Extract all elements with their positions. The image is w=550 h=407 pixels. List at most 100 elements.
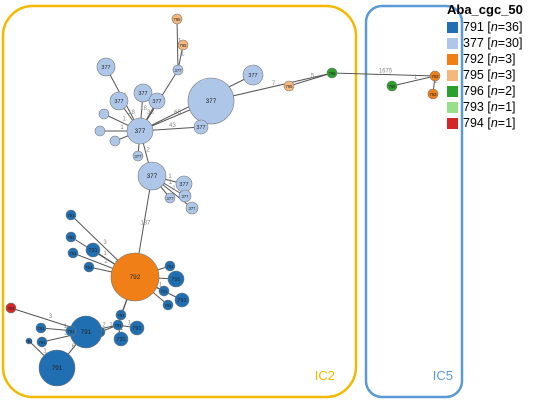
edges-layer: 6575167512118183843111115711211111373112…	[10, 18, 438, 369]
tree-node-792	[429, 70, 441, 82]
group-box-ic2	[1, 4, 358, 399]
node-label: 791	[39, 340, 47, 345]
edge-distance-label: 2	[102, 323, 106, 329]
node-label: 791	[52, 365, 63, 372]
tree-node-791	[67, 247, 79, 259]
tree-node-792	[110, 252, 160, 302]
tree-node-377	[132, 150, 144, 162]
edge-distance-label: 1675	[379, 69, 393, 75]
tree-node-377	[187, 77, 235, 125]
node-label: 377	[189, 206, 197, 211]
node-label: 791	[81, 329, 92, 336]
node-label: 377	[167, 196, 175, 201]
tree-node-791	[167, 270, 185, 288]
tree-node-377	[109, 91, 129, 111]
node-label: 377	[179, 182, 188, 188]
edge-distance-label: 1	[159, 283, 163, 289]
legend-swatch	[447, 117, 458, 129]
tree-edge	[331, 72, 436, 77]
node-label: 377	[135, 128, 146, 135]
node-label: 377	[248, 73, 257, 79]
tree-node-377	[242, 64, 264, 86]
tree-node-791	[35, 322, 47, 334]
tree-node-791	[25, 337, 33, 345]
edge-distance-label: 1	[181, 52, 185, 58]
node-label: 793	[430, 92, 438, 97]
legend-label: 794 [n=1]	[463, 116, 516, 130]
edge-distance-label: 7	[272, 81, 276, 87]
tree-node-791	[113, 331, 129, 347]
tree-node-377	[193, 119, 209, 135]
edge-distance-label: 2	[434, 79, 438, 85]
node-label: 377	[182, 194, 190, 199]
edge-distance-label: 1	[114, 258, 118, 264]
tree-node-791	[162, 299, 174, 311]
tree-node-791	[36, 336, 48, 348]
tree-edge	[176, 18, 179, 71]
legend-item-792: 792 [n=3]	[447, 51, 549, 67]
tree-node-377	[137, 161, 167, 191]
edge-distance-label: 2	[104, 259, 108, 265]
node-label: 791	[70, 251, 78, 256]
edge-distance-label: 1	[172, 186, 176, 192]
legend-swatch	[447, 53, 458, 65]
edge-distance-label: 43	[169, 123, 176, 129]
legend-swatch	[447, 85, 458, 97]
node-label: 791	[132, 326, 141, 332]
edge-distance-label: 1	[43, 349, 47, 355]
tree-node-377	[148, 92, 166, 110]
node-label: 791	[68, 213, 76, 218]
node-label: 795	[286, 84, 294, 89]
legend-swatch	[447, 21, 458, 33]
node-label: 791	[38, 326, 46, 331]
edge-distance-label: 1	[64, 324, 68, 330]
legend-items: 791 [n=36]377 [n=30]792 [n=3]795 [n=3]79…	[445, 19, 549, 131]
tree-node-791	[174, 292, 190, 308]
tree-node-791	[85, 242, 101, 258]
edge-distance-label: 18	[128, 110, 135, 116]
edge-distance-label: 3	[64, 331, 68, 337]
tree-node-791	[38, 349, 76, 387]
tree-node-791	[65, 209, 77, 221]
tree-node-791	[65, 325, 77, 337]
node-label: 377	[101, 65, 110, 71]
tree-node-377	[126, 117, 154, 145]
node-label: 377	[175, 68, 183, 73]
edge-distance-label: 65	[174, 110, 181, 116]
edge-distance-label: 3	[103, 240, 107, 246]
node-label: 791	[26, 339, 34, 344]
node-label: 791	[115, 323, 123, 328]
legend-label: 377 [n=30]	[463, 36, 523, 50]
tree-node-377	[185, 201, 199, 215]
legend-swatch	[447, 69, 458, 81]
tree-node-377	[109, 135, 121, 147]
tree-edge	[288, 72, 333, 87]
node-label: 791	[68, 235, 76, 240]
tree-node-377	[172, 64, 184, 76]
node-label: 377	[206, 98, 217, 105]
tree-node-794	[5, 302, 17, 314]
node-label: 791	[86, 265, 94, 270]
legend-label: 795 [n=3]	[463, 68, 516, 82]
legend-label: 792 [n=3]	[463, 52, 516, 66]
edge-distance-label: 6	[72, 344, 76, 350]
edge-distance-label: 2	[146, 148, 150, 154]
tree-node-377	[133, 83, 153, 103]
node-label: 377	[196, 125, 205, 131]
tree-node-795	[171, 13, 183, 25]
tree-node-795	[177, 39, 189, 51]
node-label: 377	[147, 173, 158, 180]
node-label: 791	[177, 298, 186, 304]
edge-distance-label: 137	[140, 221, 151, 227]
tree-edge	[391, 75, 436, 87]
tree-node-791	[164, 260, 176, 272]
node-label: 791	[88, 248, 97, 254]
edge-distance-label: 5	[311, 74, 315, 80]
node-label: 795	[180, 43, 188, 48]
legend-label: 796 [n=2]	[463, 84, 516, 98]
tree-node-791	[65, 231, 77, 243]
group-label-ic2: IC2	[315, 368, 335, 383]
tree-node-791	[158, 285, 170, 297]
legend-swatch	[447, 37, 458, 49]
